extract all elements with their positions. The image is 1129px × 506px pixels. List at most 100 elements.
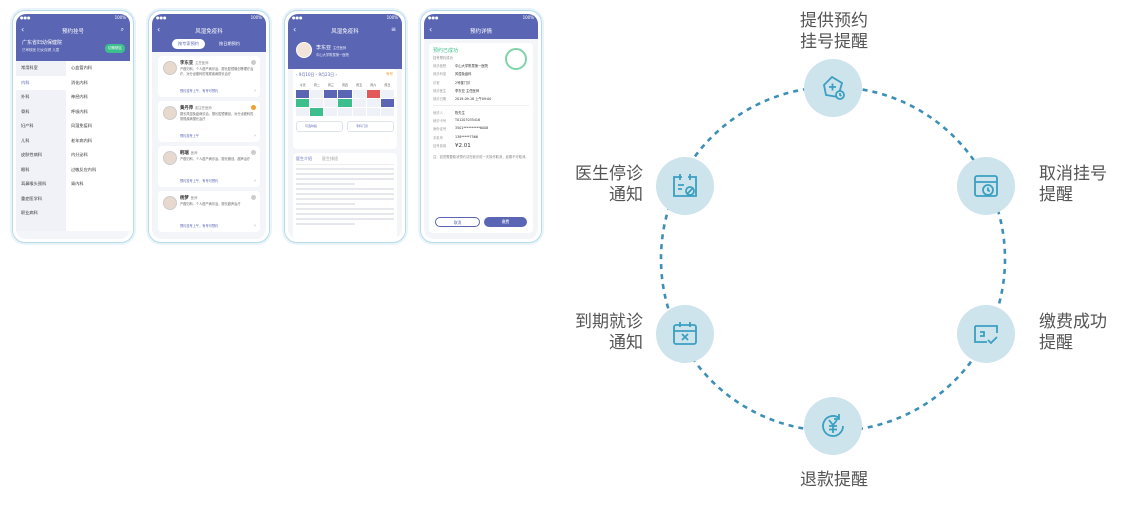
- schedule-slot[interactable]: [324, 90, 338, 98]
- text-line: [296, 213, 394, 215]
- info-label: 身份证号: [433, 127, 447, 132]
- due-visit-node: [656, 305, 714, 363]
- info-label: 手机号: [433, 135, 443, 140]
- department-item[interactable]: 肾内科: [71, 181, 84, 186]
- text-line: [296, 173, 394, 175]
- doctor-specialty: 产瘤妇科、个人瘦产病诊治、擅长超声治疗: [180, 202, 241, 206]
- doctor-card-list: 李东亚主任医师产瘤妇科、个人瘦产病诊治、擅长腔镜微创等理疗治疗，对分泌瘤科的常规…: [152, 56, 266, 232]
- tab-by-date[interactable]: 按日期预约: [219, 41, 240, 46]
- pay-button[interactable]: 缴费: [484, 217, 527, 227]
- time-slot-option[interactable]: 可选时段: [296, 121, 343, 132]
- doctor-availability: 预约挂号上午: [180, 134, 200, 138]
- department-category-item[interactable]: 儿科: [21, 137, 30, 143]
- doctor-avatar: [296, 42, 312, 58]
- schedule-options: 可选时段 专科门诊: [296, 121, 394, 132]
- doctor-card[interactable]: 黄丹萍副主任医师擅长风湿免疫病诊治，擅长腔镜微创，对分泌瘤科的常规疾病擅长治疗预…: [158, 101, 260, 142]
- schedule-day-header: 周六: [370, 83, 377, 87]
- department-item[interactable]: 消化内科: [71, 79, 88, 85]
- schedule-day-header: 今天: [299, 83, 306, 87]
- switch-campus-button[interactable]: 切换院区: [105, 44, 125, 53]
- department-item[interactable]: 过敏反应内科: [71, 166, 97, 172]
- info-row: 挂号费用¥2.01: [433, 143, 529, 149]
- department-category-item[interactable]: 妇产科: [21, 123, 34, 128]
- doctor-suspend-node: [656, 157, 714, 215]
- intro-text-lines: [296, 168, 394, 225]
- info-value: 3501**********6008: [455, 126, 489, 131]
- department-category-item[interactable]: 内科: [16, 75, 66, 90]
- doctor-card[interactable]: 杨梦医师产瘤妇科、个人瘦产病诊治、擅长超声治疗预约挂号上午，有号可预约›: [158, 191, 260, 232]
- search-icon[interactable]: ⌕: [120, 26, 124, 33]
- doctor-availability: 预约挂号上午，有号可预约: [180, 224, 219, 228]
- menu-icon[interactable]: ≡: [390, 26, 396, 33]
- department-item[interactable]: 内分泌科: [71, 152, 88, 157]
- department-category-item[interactable]: 眼科: [21, 166, 30, 172]
- department-item[interactable]: 呼吸内科: [71, 108, 88, 114]
- schedule-slot[interactable]: [366, 90, 380, 98]
- back-icon[interactable]: ‹: [157, 25, 161, 34]
- schedule-day-header: 周五: [356, 83, 363, 87]
- schedule-slot[interactable]: [380, 99, 394, 107]
- doctor-card[interactable]: 韩瑞医师产瘤妇科、个人瘦产病诊治、擅长微创，超声治疗预约挂号上午，有号可预约›: [158, 146, 260, 187]
- department-item[interactable]: 心血管内科: [71, 65, 92, 70]
- schedule-slot[interactable]: [338, 90, 352, 98]
- department-item[interactable]: 神经内科: [71, 94, 88, 99]
- department-item[interactable]: 风湿免疫科: [71, 123, 92, 128]
- availability-tag: 有号: [386, 72, 393, 76]
- doctor-suspend-label: 医生停诊通知: [575, 164, 643, 205]
- status-dot-icon: [251, 150, 256, 155]
- back-icon[interactable]: ‹: [293, 25, 297, 34]
- back-icon[interactable]: ‹: [429, 25, 433, 34]
- date-range[interactable]: ‹ 9月10日 - 9月23日 › 有号: [296, 72, 393, 77]
- department-category-item[interactable]: 常用科室: [21, 65, 38, 70]
- department-category-item[interactable]: 耳鼻喉头颈科: [21, 181, 47, 186]
- tab-by-expert[interactable]: 按专家预约: [172, 39, 205, 49]
- tab-schedule[interactable]: 医生排班: [322, 156, 338, 161]
- back-icon[interactable]: ‹: [21, 25, 25, 34]
- divider: [433, 104, 529, 106]
- phone-doctor-list: ●●●100% ‹ 风湿免疫科 按专家预约 按日期预约 李东亚主任医师产瘤妇科、…: [148, 10, 270, 243]
- chevron-right-icon: ›: [254, 178, 256, 184]
- text-line: [296, 218, 394, 220]
- info-label: 就诊日期: [433, 96, 447, 101]
- schedule-slot[interactable]: [338, 99, 352, 107]
- doctor-avatar: [163, 106, 177, 120]
- info-label: 就诊科室: [433, 72, 447, 77]
- department-category-item[interactable]: 职业病科: [21, 210, 38, 215]
- department-category-item[interactable]: 骨科: [21, 108, 30, 114]
- status-bar: ●●●100%: [16, 14, 130, 22]
- phone-department-list: ●●●100% ‹ 预约挂号 ⌕ 广东省妇幼保健院 已审核医 妇女保健 儿童 切…: [12, 10, 134, 243]
- doctor-name: 杨梦医师: [180, 196, 198, 201]
- doctor-card[interactable]: 李东亚主任医师产瘤妇科、个人瘦产病诊治、擅长腔镜微创等理疗治疗，对分泌瘤科的常规…: [158, 56, 260, 97]
- schedule-slot[interactable]: [310, 108, 324, 116]
- action-buttons: 取消 缴费: [435, 217, 527, 227]
- calendar-x-icon: [673, 322, 697, 345]
- department-category-item[interactable]: 皮肤性病科: [21, 152, 42, 157]
- cancel-button[interactable]: 取消: [435, 217, 480, 227]
- success-seal-icon: [505, 48, 527, 70]
- tab-intro[interactable]: 医生介绍: [296, 156, 312, 161]
- doctor-hospital: 中山大学附属第一医院: [316, 53, 349, 57]
- text-line: [296, 188, 394, 190]
- specialist-option[interactable]: 专科门诊: [347, 121, 394, 132]
- department-item[interactable]: 老年病内科: [71, 137, 92, 143]
- department-category-item[interactable]: 外科: [21, 94, 30, 99]
- doctor-availability: 预约挂号上午，有号可预约: [180, 179, 219, 183]
- doctor-avatar: [163, 61, 177, 75]
- info-label: 就诊医生: [433, 88, 447, 93]
- chevron-right-icon: ›: [254, 88, 256, 94]
- status-bar: ●●●100%: [288, 14, 402, 22]
- nav-title: 风湿免疫科: [331, 28, 359, 35]
- phone-screen: ●●●100% ‹ 预约详情 预约已成功 挂号预约成功 就诊医院中山大学附属第一…: [424, 14, 538, 239]
- info-label: 就诊卡号: [433, 119, 447, 124]
- nav-bar: ‹ 预约挂号 ⌕: [16, 22, 130, 39]
- status-dot-icon: [251, 105, 256, 110]
- phone-screen: ●●●100% ‹ 风湿免疫科 按专家预约 按日期预约 李东亚主任医师产瘤妇科、…: [152, 14, 266, 239]
- text-line: [296, 208, 394, 210]
- payment-success-label: 缴费成功提醒: [1039, 312, 1107, 353]
- schedule-slot[interactable]: [296, 90, 310, 98]
- department-category-item[interactable]: 重症医学科: [21, 195, 42, 201]
- schedule-slot[interactable]: [296, 99, 310, 107]
